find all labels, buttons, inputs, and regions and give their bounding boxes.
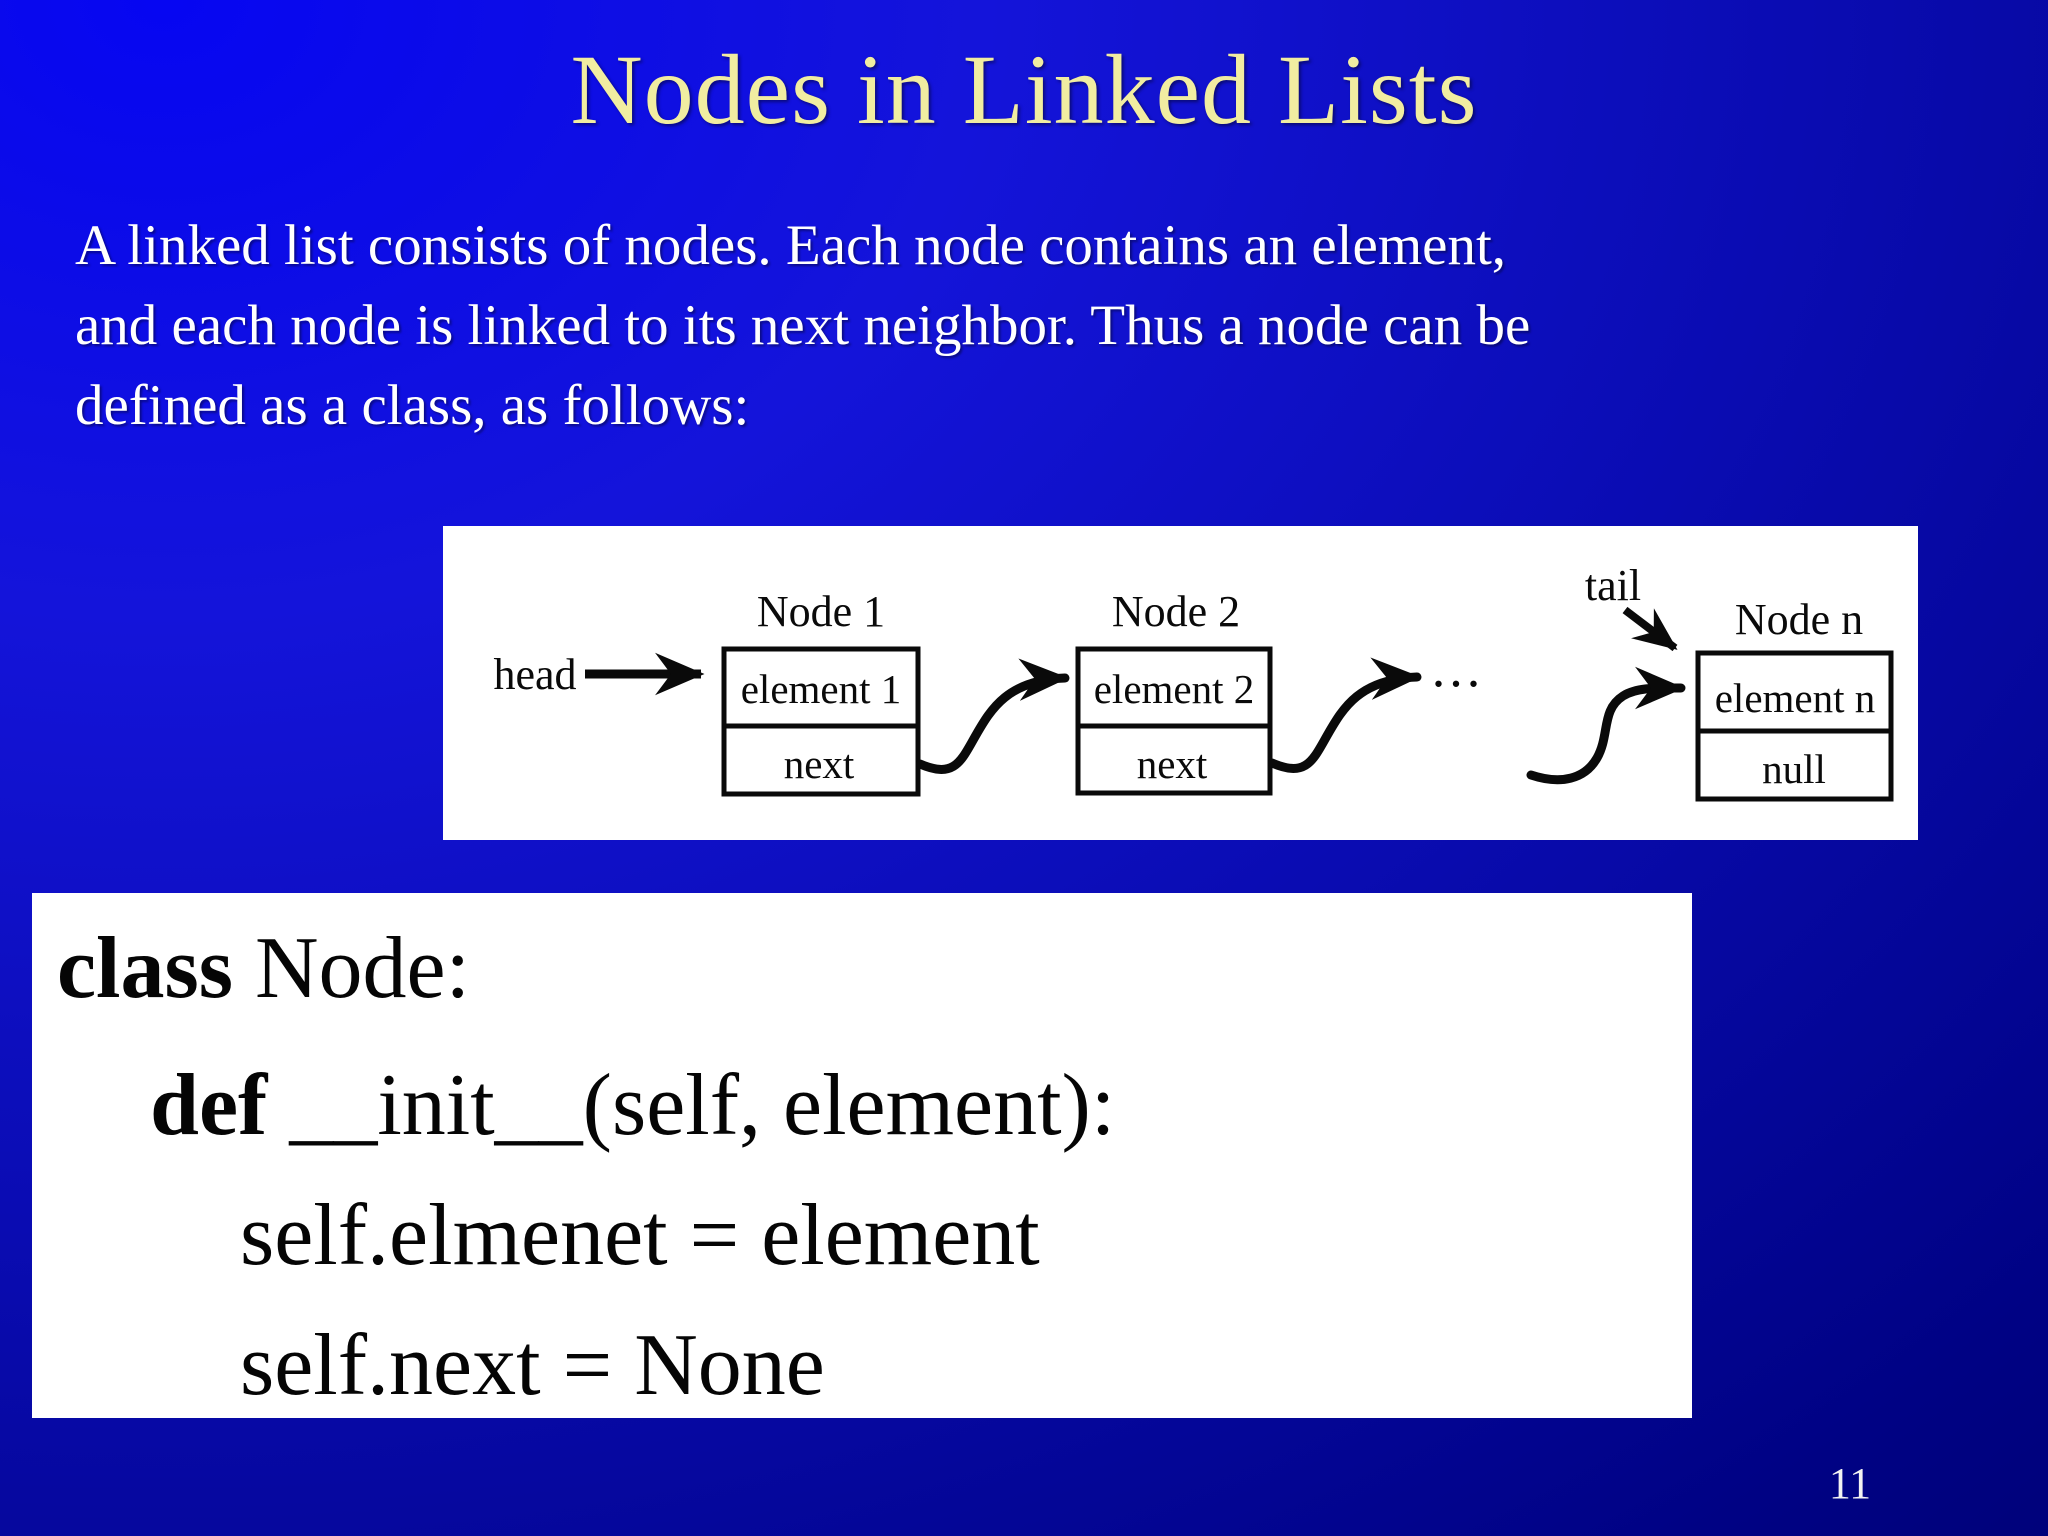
code-line-def-rest: __init__(self, element): — [267, 1057, 1116, 1154]
node-n-element-cell: element n — [1715, 675, 1876, 721]
linked-list-diagram: head Node 1 element 1 next Node 2 elemen… — [493, 561, 1894, 802]
node-n-box — [1695, 650, 1894, 802]
body-paragraph: A linked list consists of nodes. Each no… — [75, 206, 1975, 446]
node-2-element-cell: element 2 — [1094, 666, 1255, 712]
code-line-def-init: def __init__(self, element): — [150, 1062, 1115, 1150]
node-2-title: Node 2 — [1112, 587, 1240, 636]
body-paragraph-line-2: and each node is linked to its next neig… — [75, 294, 1531, 357]
node-1-next-cell: next — [784, 741, 855, 787]
link-arrow-node2-ellipsis — [1267, 657, 1422, 773]
node-1-element-cell: element 1 — [741, 666, 902, 712]
ellipsis-label: ... — [1432, 638, 1485, 698]
body-paragraph-line-3: defined as a class, as follows: — [75, 374, 750, 437]
link-arrow-node1-node2 — [915, 658, 1070, 774]
head-label: head — [493, 650, 576, 699]
link-arrow-into-node-n — [1526, 666, 1686, 785]
linked-list-diagram-panel: head Node 1 element 1 next Node 2 elemen… — [443, 526, 1918, 840]
slide-title: Nodes in Linked Lists — [570, 34, 1478, 145]
tail-label: tail — [1585, 561, 1641, 610]
node-n-null-cell: null — [1762, 746, 1826, 792]
code-line-self-next: self.next = None — [240, 1317, 825, 1414]
node-2-next-cell: next — [1137, 741, 1208, 787]
code-line-class: class Node: — [57, 925, 470, 1013]
keyword-class: class — [57, 920, 233, 1017]
body-paragraph-line-1: A linked list consists of nodes. Each no… — [75, 214, 1507, 277]
node-2-box — [1075, 646, 1273, 796]
node-1-title: Node 1 — [757, 587, 885, 636]
node-1-box — [721, 646, 921, 797]
code-line-class-rest: Node: — [233, 920, 471, 1017]
tail-arrow — [1622, 606, 1678, 652]
code-line-self-element: self.elmenet = element — [240, 1187, 1040, 1284]
code-panel: class Node: def __init__(self, element):… — [32, 893, 1692, 1418]
keyword-def: def — [150, 1057, 268, 1154]
node-n-title: Node n — [1735, 595, 1863, 644]
page-number: 11 — [1828, 1459, 1872, 1508]
